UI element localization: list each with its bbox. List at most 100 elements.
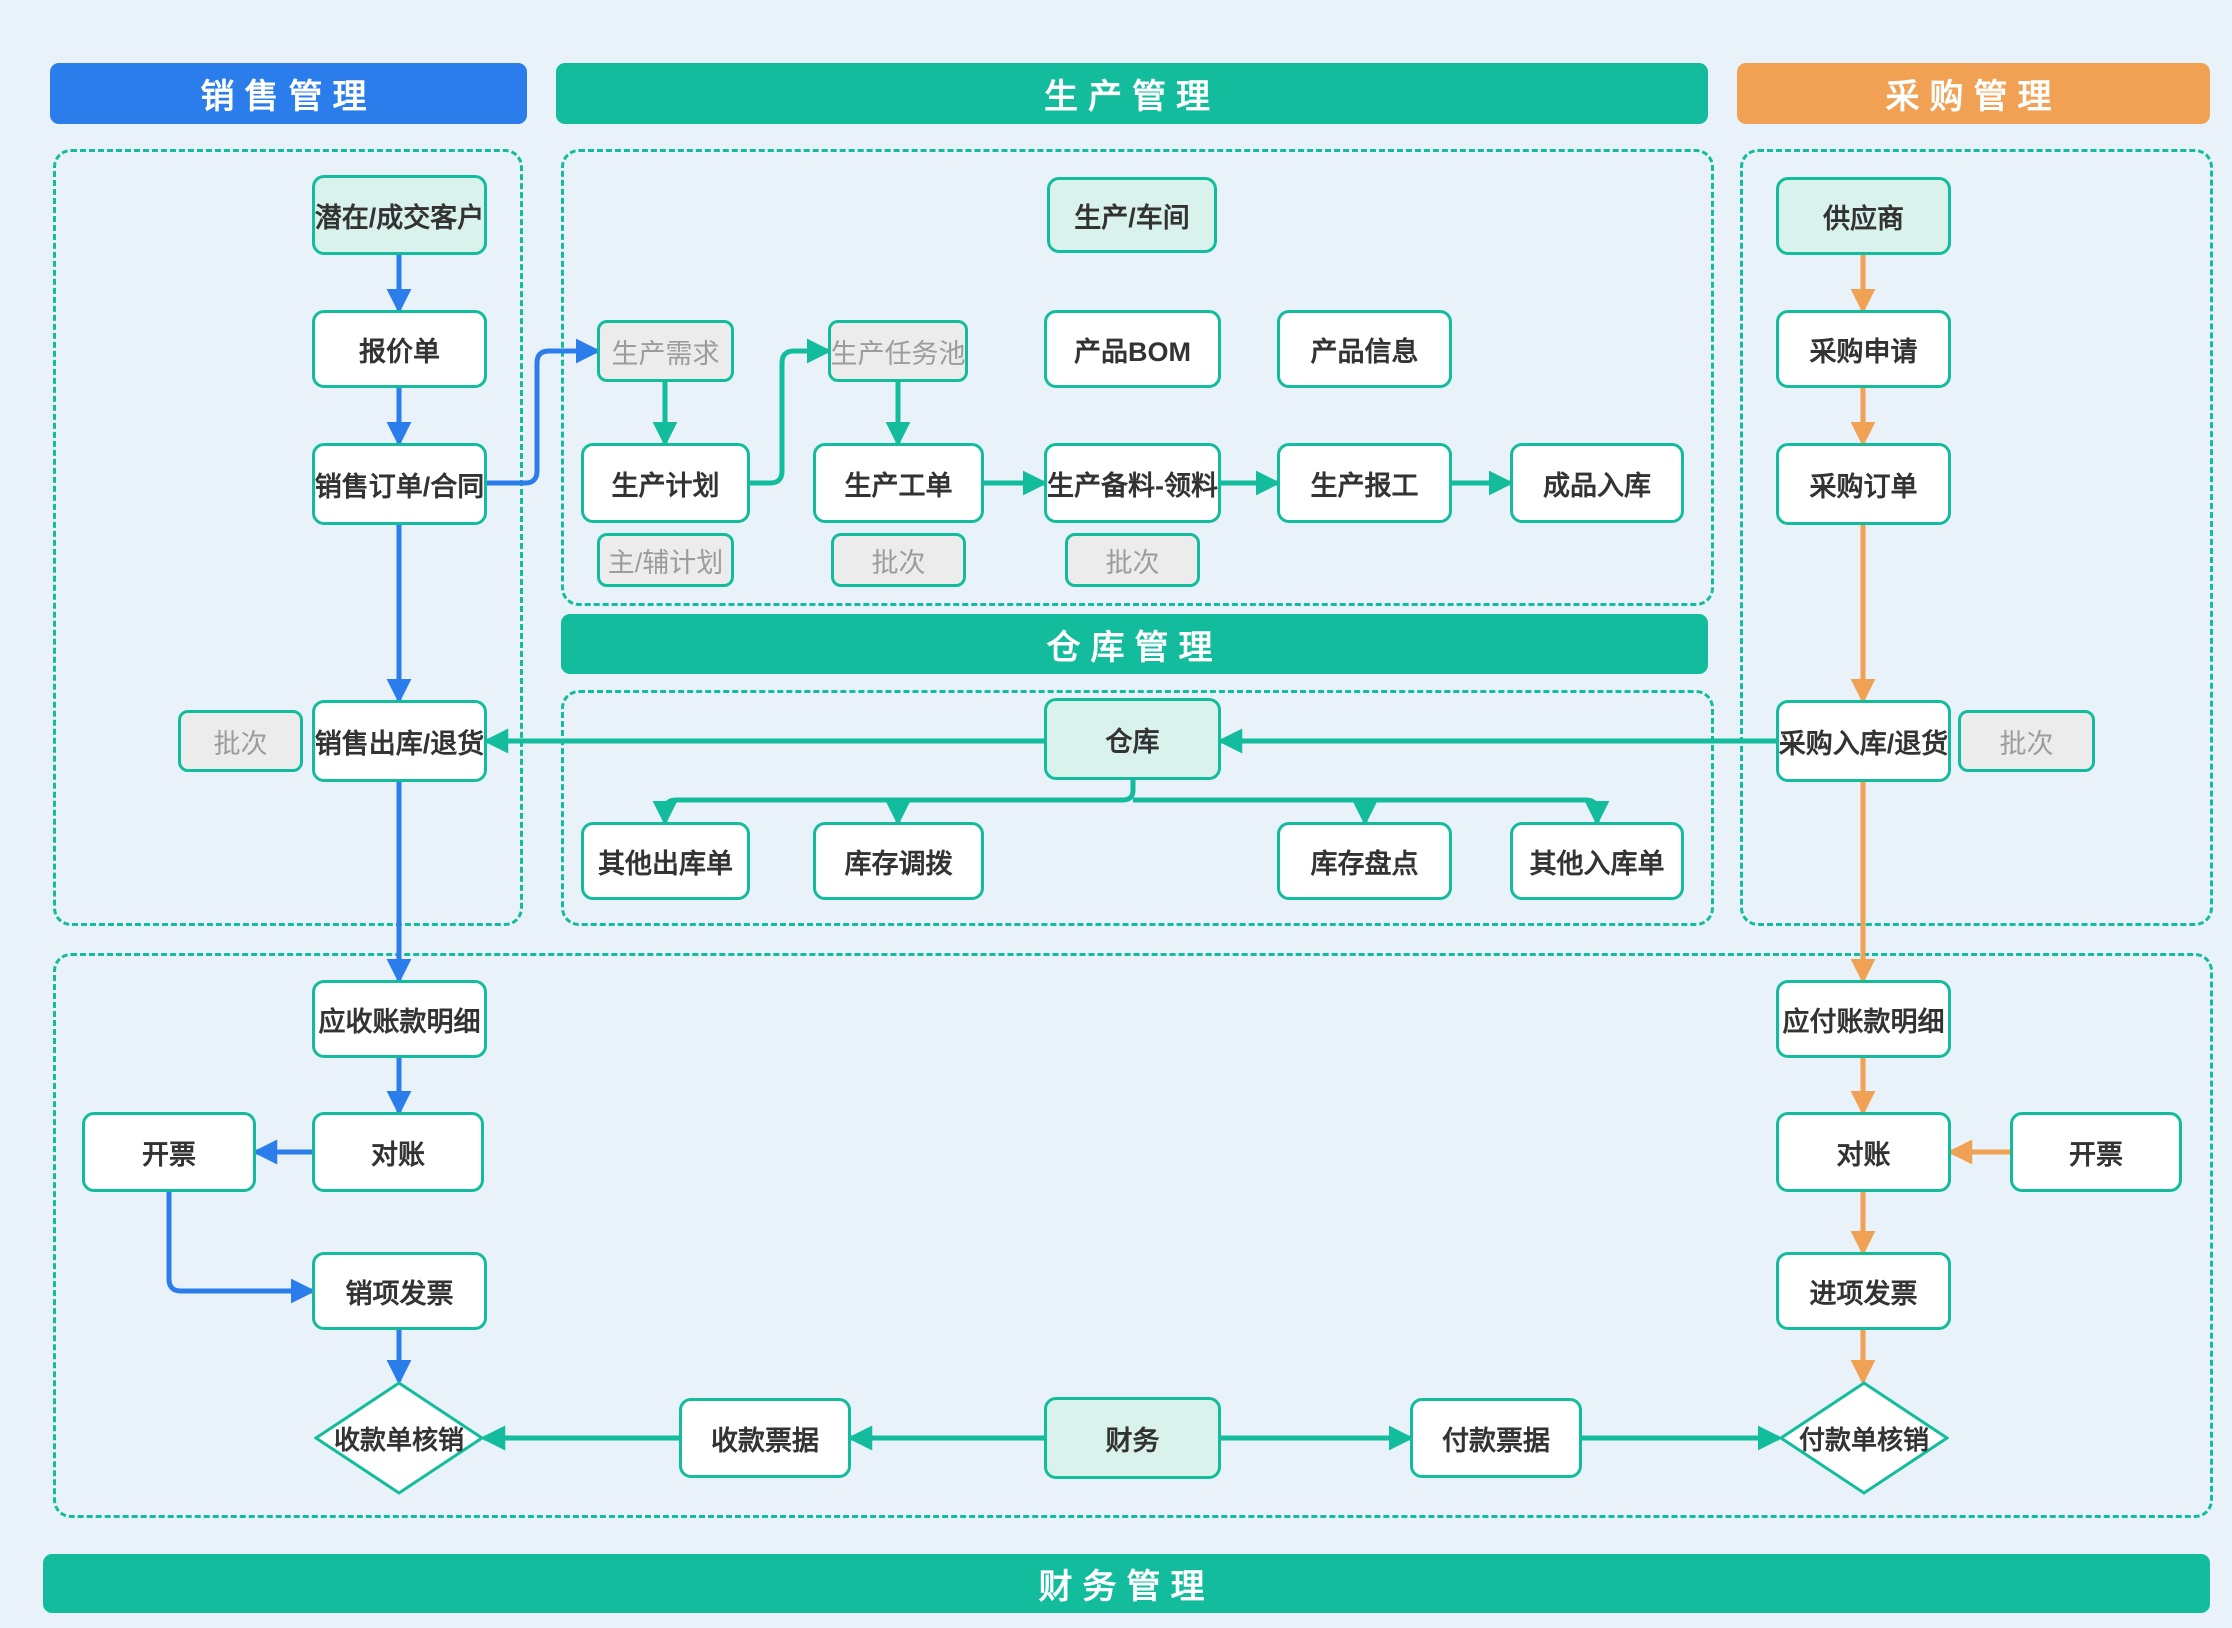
node-work-report: 生产报工 [1277, 443, 1452, 523]
node-warehouse-entity-label: 仓库 [1105, 726, 1160, 757]
node-stock-transfer: 库存调拨 [813, 822, 984, 900]
edge-plan-to-task-pool [750, 338, 832, 486]
edge-invoice-to-output-invoice [166, 1192, 316, 1304]
node-payable-detail-label: 应付账款明细 [1782, 1006, 1945, 1037]
sales-header: 销售管理 [50, 63, 527, 124]
node-input-invoice-label: 进项发票 [1809, 1278, 1918, 1309]
node-purchase-inbound-label: 采购入库/退货 [1778, 728, 1949, 759]
finance-region [53, 953, 2213, 1518]
node-batch-work-order: 批次 [831, 533, 966, 587]
node-main-aux-plan-label: 主/辅计划 [607, 547, 724, 578]
node-quotation-label: 报价单 [359, 336, 440, 367]
node-purchase-order: 采购订单 [1776, 443, 1951, 525]
node-sales-outbound: 销售出库/退货 [312, 700, 487, 782]
node-work-report-label: 生产报工 [1310, 470, 1419, 501]
node-product-bom-label: 产品BOM [1074, 336, 1191, 367]
diamond-shape-payment-writeoff [1779, 1381, 1949, 1495]
warehouse-region [561, 690, 1714, 926]
node-other-inbound-label: 其他入库单 [1529, 848, 1665, 879]
node-receivable-detail: 应收账款明细 [312, 980, 487, 1058]
edge-warehouse-to-other-inbound [1133, 797, 1610, 826]
node-batch-picking-label: 批次 [1105, 547, 1160, 578]
node-purchase-inbound: 采购入库/退货 [1776, 700, 1951, 782]
node-material-picking: 生产备料-领料 [1044, 443, 1221, 523]
node-batch-sales-out: 批次 [178, 710, 303, 772]
node-invoice-sales-label: 开票 [142, 1139, 196, 1170]
node-receipt-writeoff-label: 收款单核销 [333, 1424, 464, 1455]
node-other-outbound: 其他出库单 [581, 822, 750, 900]
node-other-inbound: 其他入库单 [1510, 822, 1684, 900]
node-supplier: 供应商 [1776, 177, 1951, 255]
node-purchase-request: 采购申请 [1776, 310, 1951, 388]
sales-header-label: 销售管理 [200, 78, 377, 116]
finance-header: 财务管理 [43, 1554, 2210, 1613]
node-batch-picking: 批次 [1065, 533, 1200, 587]
node-reconcile-purchase-label: 对账 [1836, 1139, 1891, 1170]
node-production-plan-label: 生产计划 [611, 470, 720, 501]
node-receipt-note: 收款票据 [679, 1398, 851, 1478]
node-batch-purchase-in: 批次 [1958, 710, 2095, 772]
node-invoice-purchase: 开票 [2010, 1112, 2182, 1192]
node-sales-order-label: 销售订单/合同 [314, 471, 485, 502]
node-output-invoice-label: 销项发票 [345, 1278, 454, 1309]
node-purchase-request-label: 采购申请 [1809, 336, 1918, 367]
node-batch-work-order-label: 批次 [871, 547, 926, 578]
node-work-order-label: 生产工单 [844, 470, 953, 501]
node-work-order: 生产工单 [813, 443, 984, 523]
node-input-invoice: 进项发票 [1776, 1252, 1951, 1330]
node-production-plan: 生产计划 [581, 443, 750, 523]
node-stock-transfer-label: 库存调拨 [844, 848, 953, 879]
node-batch-purchase-in-label: 批次 [1999, 728, 2054, 759]
procurement-region [1740, 149, 2213, 926]
node-stock-count: 库存盘点 [1277, 822, 1452, 900]
node-payment-note-label: 付款票据 [1442, 1425, 1550, 1456]
node-production-demand: 生产需求 [597, 320, 734, 382]
node-reconcile-sales-label: 对账 [371, 1139, 425, 1170]
node-receipt-note-label: 收款票据 [711, 1425, 819, 1456]
production-header: 生产管理 [556, 63, 1708, 124]
node-production-demand-label: 生产需求 [611, 338, 720, 369]
node-payable-detail: 应付账款明细 [1776, 980, 1951, 1058]
node-warehouse-entity: 仓库 [1044, 698, 1221, 780]
diamond-shape-receipt-writeoff [314, 1381, 484, 1495]
node-receivable-detail-label: 应收账款明细 [318, 1006, 481, 1037]
node-receipt-writeoff: 收款单核销 [314, 1381, 484, 1495]
node-quotation: 报价单 [312, 310, 487, 388]
node-product-bom: 产品BOM [1044, 310, 1221, 388]
edge-sales-order-to-production-demand [487, 338, 601, 486]
warehouse-header: 仓库管理 [561, 614, 1708, 674]
node-workshop: 生产/车间 [1047, 177, 1217, 253]
node-workshop-label: 生产/车间 [1074, 202, 1190, 233]
node-reconcile-sales: 对账 [312, 1112, 484, 1192]
node-reconcile-purchase: 对账 [1776, 1112, 1951, 1192]
finance-header-label: 财务管理 [1038, 1568, 1215, 1606]
node-invoice-purchase-label: 开票 [2069, 1139, 2123, 1170]
node-payment-writeoff-label: 付款单核销 [1798, 1424, 1929, 1455]
warehouse-header-label: 仓库管理 [1046, 628, 1223, 667]
production-region [561, 149, 1714, 606]
node-customer: 潜在/成交客户 [312, 175, 487, 255]
node-stock-count-label: 库存盘点 [1310, 848, 1419, 879]
procurement-header: 采购管理 [1737, 63, 2210, 124]
node-finished-inbound: 成品入库 [1510, 443, 1684, 523]
node-main-aux-plan: 主/辅计划 [597, 533, 734, 587]
node-customer-label: 潜在/成交客户 [314, 202, 485, 233]
production-header-label: 生产管理 [1044, 78, 1220, 116]
node-task-pool-label: 生产任务池 [830, 338, 966, 369]
node-sales-outbound-label: 销售出库/退货 [314, 728, 485, 759]
node-finance-entity-label: 财务 [1105, 1425, 1160, 1456]
node-other-outbound-label: 其他出库单 [598, 848, 733, 879]
node-material-picking-label: 生产备料-领料 [1047, 470, 1218, 501]
node-product-info: 产品信息 [1277, 310, 1452, 388]
node-payment-note: 付款票据 [1410, 1398, 1582, 1478]
node-output-invoice: 销项发票 [312, 1252, 487, 1330]
node-batch-sales-out-label: 批次 [213, 728, 268, 759]
node-sales-order: 销售订单/合同 [312, 443, 487, 525]
sales-region [53, 149, 523, 926]
node-task-pool: 生产任务池 [828, 320, 968, 382]
node-purchase-order-label: 采购订单 [1809, 471, 1918, 502]
